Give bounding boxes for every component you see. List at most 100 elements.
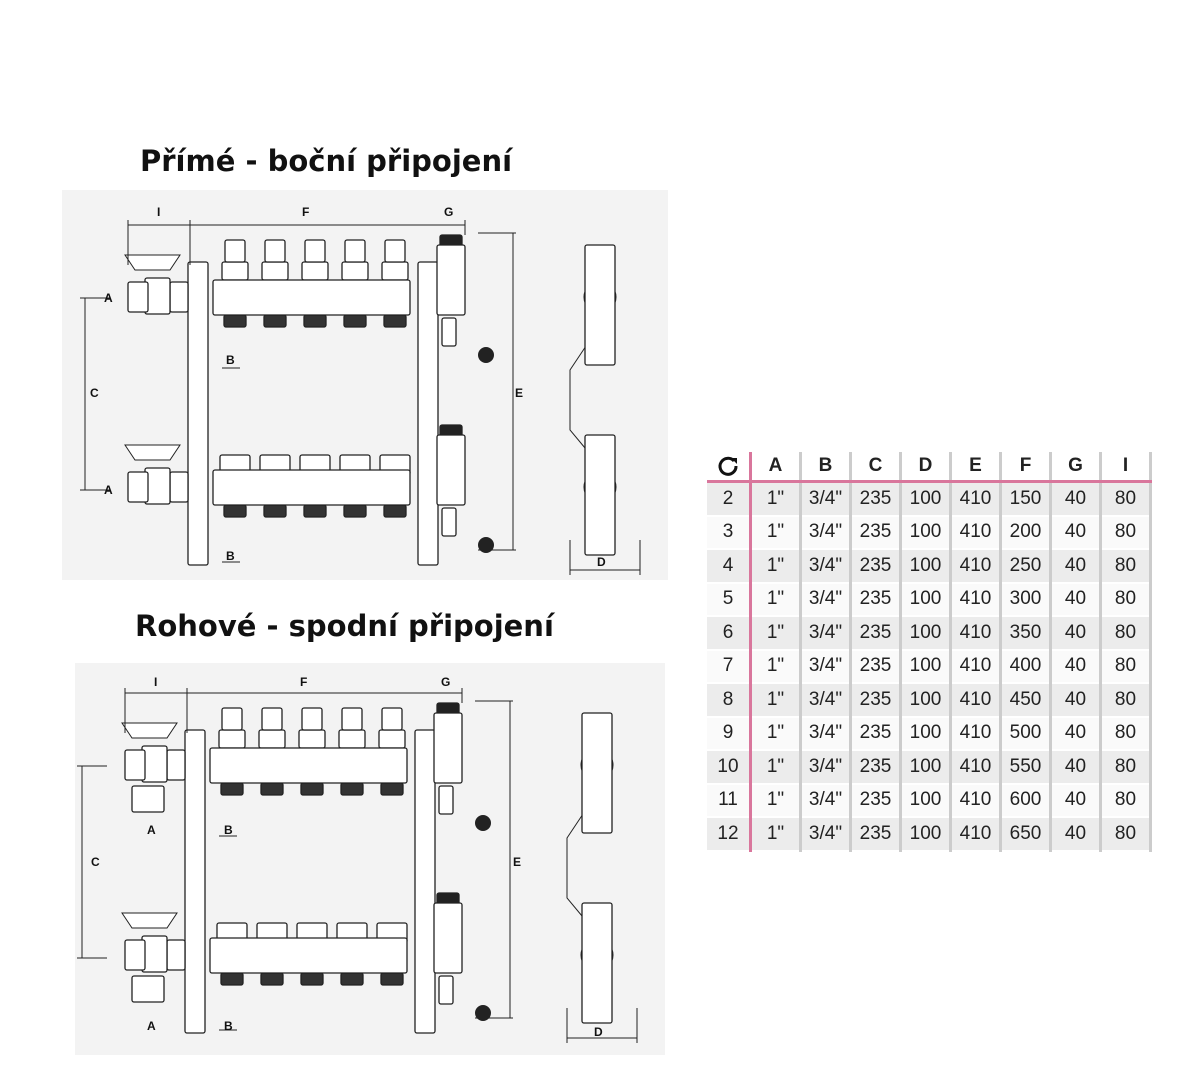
side-view-bracket — [569, 339, 596, 461]
table-cell: 410 — [950, 616, 1002, 651]
table-cell: 650 — [1000, 817, 1052, 852]
valve-nut — [124, 939, 146, 971]
circuit-count-cell: 7 — [707, 649, 752, 684]
table-cell: 40 — [1050, 817, 1102, 852]
mounting-bracket — [187, 261, 209, 566]
flow-meter — [264, 239, 286, 263]
manifold-bar — [212, 279, 411, 316]
drain-cap — [475, 1005, 491, 1021]
table-cell: 80 — [1100, 616, 1152, 651]
drain-valve — [438, 785, 454, 815]
flow-meter-base — [261, 261, 289, 281]
table-cell: 3/4" — [800, 783, 852, 818]
dim-label-i: I — [157, 205, 160, 219]
butterfly-handle — [124, 444, 181, 461]
table-cell: 410 — [950, 750, 1002, 785]
title-corner-connection: Rohové - spodní připojení — [135, 609, 554, 643]
outlet-cap — [340, 782, 364, 796]
ball-valve-body — [144, 467, 171, 505]
table-cell: 3/4" — [800, 515, 852, 550]
table-cell: 150 — [1000, 481, 1052, 517]
column-header-c: C — [850, 452, 902, 483]
mounting-bracket — [184, 729, 206, 1034]
dim-label-e: E — [513, 855, 521, 869]
title-straight-connection: Přímé - boční připojení — [140, 144, 513, 178]
column-header-d: D — [900, 452, 952, 483]
table-cell: 1" — [750, 750, 802, 785]
outlet-cap — [263, 314, 287, 328]
table-cell: 250 — [1000, 549, 1052, 584]
air-vent-body — [433, 902, 463, 974]
valve-nut — [127, 281, 149, 313]
dim-label-e: E — [515, 386, 523, 400]
table-cell: 80 — [1100, 515, 1152, 550]
mounting-bracket — [414, 729, 436, 1034]
table-cell: 100 — [900, 515, 952, 550]
flow-meter-base — [301, 261, 329, 281]
outlet-cap — [260, 972, 284, 986]
circuit-count-cell: 2 — [707, 481, 752, 517]
table-cell: 3/4" — [800, 616, 852, 651]
flow-meter — [384, 239, 406, 263]
flow-meter-base — [341, 261, 369, 281]
dim-label-f: F — [302, 205, 309, 219]
table-cell: 40 — [1050, 549, 1102, 584]
valve-union — [166, 749, 186, 781]
air-vent-body — [433, 712, 463, 784]
table-cell: 40 — [1050, 716, 1102, 751]
table-cell: 40 — [1050, 750, 1102, 785]
table-cell: 40 — [1050, 515, 1102, 550]
outlet-cap — [343, 314, 367, 328]
table-cell: 235 — [850, 783, 902, 818]
air-vent-body — [436, 434, 466, 506]
table-cell: 100 — [900, 481, 952, 517]
circuit-count-cell: 11 — [707, 783, 752, 818]
column-header-f: F — [1000, 452, 1052, 483]
table-cell: 100 — [900, 750, 952, 785]
outlet-cap — [383, 314, 407, 328]
table-cell: 400 — [1000, 649, 1052, 684]
table-cell: 1" — [750, 683, 802, 718]
flow-meter-base — [221, 261, 249, 281]
circuit-count-cell: 6 — [707, 616, 752, 651]
side-view-lower — [581, 902, 613, 1024]
circuit-count-cell: 3 — [707, 515, 752, 550]
flow-meter — [261, 707, 283, 731]
outlet-cap — [303, 314, 327, 328]
table-cell: 1" — [750, 716, 802, 751]
circuit-count-cell: 4 — [707, 549, 752, 584]
table-cell: 80 — [1100, 549, 1152, 584]
flow-meter — [221, 707, 243, 731]
dim-label-a: A — [147, 1019, 156, 1033]
dim-label-a: A — [104, 483, 113, 497]
table-cell: 235 — [850, 549, 902, 584]
butterfly-handle — [121, 912, 178, 929]
flow-meter — [301, 707, 323, 731]
table-cell: 235 — [850, 649, 902, 684]
drain-valve — [441, 317, 457, 347]
table-cell: 40 — [1050, 616, 1102, 651]
table-cell: 1" — [750, 649, 802, 684]
table-cell: 100 — [900, 649, 952, 684]
outlet-cap — [340, 972, 364, 986]
table-cell: 3/4" — [800, 817, 852, 852]
table-cell: 235 — [850, 750, 902, 785]
table-cell: 80 — [1100, 582, 1152, 617]
butterfly-handle — [124, 254, 181, 271]
side-view-lower — [584, 434, 616, 556]
table-cell: 100 — [900, 716, 952, 751]
flow-meter — [341, 707, 363, 731]
table-cell: 235 — [850, 683, 902, 718]
outlet-cap — [303, 504, 327, 518]
table-cell: 235 — [850, 515, 902, 550]
drain-valve — [441, 507, 457, 537]
table-cell: 410 — [950, 582, 1002, 617]
table-cell: 80 — [1100, 716, 1152, 751]
refresh-icon — [707, 452, 752, 483]
